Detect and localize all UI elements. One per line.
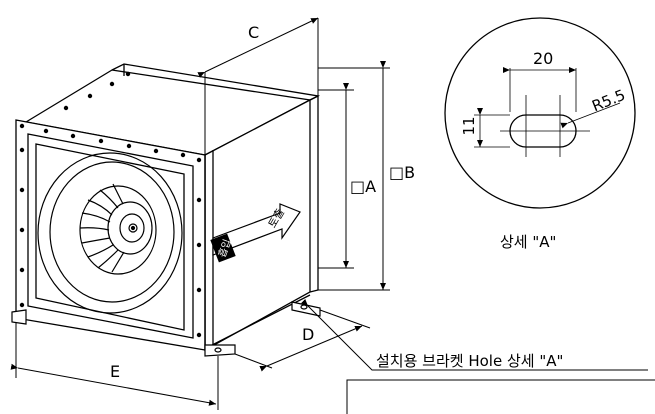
flange-bolts xyxy=(19,71,202,338)
bracket-note: 설치용 브라켓 Hole 상세 "A" xyxy=(376,352,563,370)
dim-c-label: C xyxy=(248,23,259,42)
dim-e-label: E xyxy=(110,362,120,381)
dim-c-line xyxy=(197,17,319,78)
dimension-lines xyxy=(10,17,655,414)
right-flange xyxy=(309,94,319,293)
dim-e-line xyxy=(10,363,217,406)
table-frame xyxy=(346,379,655,414)
flow-arrow: 흡입 토출 xyxy=(210,203,301,263)
detail-circle xyxy=(444,17,636,209)
fan-impeller xyxy=(37,152,183,314)
impeller-hub xyxy=(107,201,153,255)
dim-d-line xyxy=(259,325,363,372)
detail-width-label: 20 xyxy=(533,49,553,68)
front-opening xyxy=(35,143,185,331)
detail-radius-label: R5.5 xyxy=(589,86,628,116)
detail-height-label: 11 xyxy=(460,116,478,135)
bracket-front xyxy=(204,344,236,357)
detail-a: 20 11 R5.5 상세 "A" xyxy=(444,17,636,251)
dim-d-label: D xyxy=(302,325,314,344)
detail-caption: 상세 "A" xyxy=(500,233,556,251)
mounting-brackets xyxy=(11,301,321,357)
bracket-leader xyxy=(300,298,648,371)
front-flange xyxy=(15,119,206,351)
fan-housing xyxy=(15,63,321,352)
dim-b-label: □B xyxy=(389,163,415,182)
impeller-outer-ring xyxy=(37,152,183,314)
dim-a-label: □A xyxy=(350,177,376,196)
bracket-left xyxy=(11,309,27,325)
front-inner-frame xyxy=(27,133,194,339)
